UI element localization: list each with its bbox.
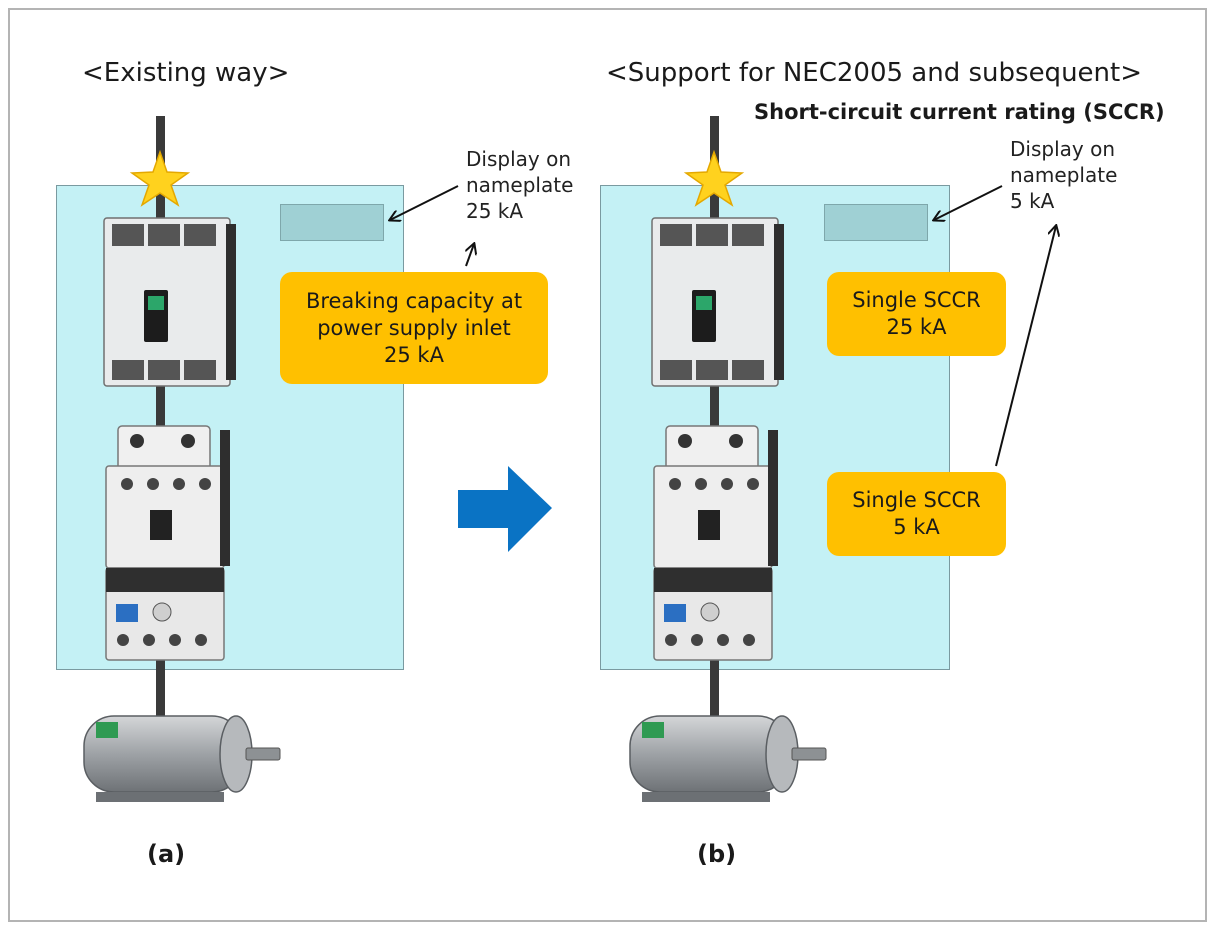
contactor-sccr-badge: Single SCCR 5 kA bbox=[827, 472, 1006, 556]
breaking-capacity-badge: Breaking capacity at power supply inlet … bbox=[280, 272, 548, 384]
left-nameplate-note: Display on nameplate 25 kA bbox=[466, 147, 574, 223]
right-heading: <Support for NEC2005 and subsequent> bbox=[606, 58, 1142, 88]
right-arrow-icon bbox=[458, 466, 552, 552]
magnetic-contactor-icon bbox=[653, 425, 778, 569]
badge-line: Single SCCR bbox=[852, 288, 981, 312]
left-nameplate-leader bbox=[390, 185, 459, 220]
caption-a: (a) bbox=[147, 840, 186, 868]
star-fault-icon bbox=[129, 149, 191, 207]
left-heading: <Existing way> bbox=[82, 58, 290, 88]
contactor-sccr-leader bbox=[995, 226, 1056, 467]
circuit-breaker-icon bbox=[651, 217, 784, 387]
magnetic-contactor-icon bbox=[105, 425, 230, 569]
right-assembly bbox=[629, 116, 827, 802]
motor-icon bbox=[83, 715, 281, 802]
badge-line: 25 kA bbox=[384, 342, 444, 367]
left-nameplate bbox=[280, 204, 384, 241]
badge-line: 25 kA bbox=[886, 315, 947, 339]
overload-relay-icon bbox=[105, 567, 225, 661]
left-assembly bbox=[83, 116, 281, 802]
right-nameplate bbox=[824, 204, 928, 241]
caption-b: (b) bbox=[697, 840, 737, 868]
sccr-subheading: Short-circuit current rating (SCCR) bbox=[754, 100, 1165, 124]
right-nameplate-note: Display on nameplate 5 kA bbox=[1010, 137, 1118, 213]
circuit-breaker-icon bbox=[103, 217, 236, 387]
star-fault-icon bbox=[683, 149, 745, 207]
breaker-sccr-badge: Single SCCR 25 kA bbox=[827, 272, 1006, 356]
overload-relay-icon bbox=[653, 567, 773, 661]
left-badge-leader bbox=[466, 244, 474, 267]
badge-line: 5 kA bbox=[893, 515, 940, 539]
motor-icon bbox=[629, 715, 827, 802]
badge-line: power supply inlet bbox=[317, 315, 511, 340]
right-nameplate-leader bbox=[934, 185, 1003, 220]
badge-line: Breaking capacity at bbox=[305, 288, 523, 313]
badge-line: Single SCCR bbox=[852, 488, 981, 512]
